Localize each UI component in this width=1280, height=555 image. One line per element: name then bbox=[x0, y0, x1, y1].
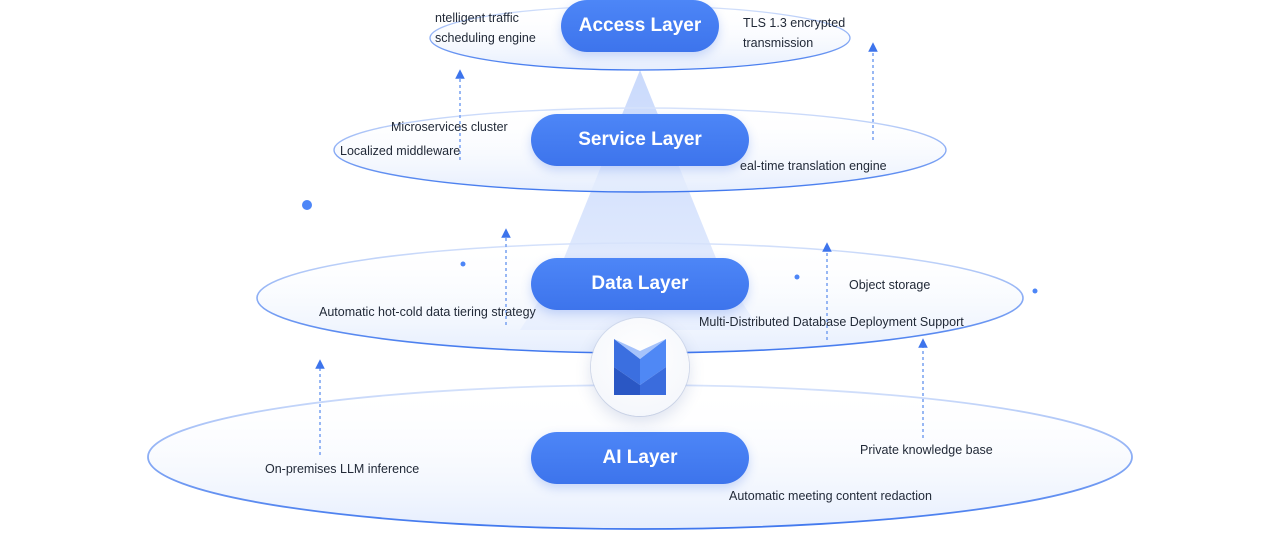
feature-knowledge-base: Private knowledge base bbox=[860, 443, 993, 457]
feature-llm-inference: On-premises LLM inference bbox=[265, 462, 420, 476]
access-layer-pill: Access Layer bbox=[561, 0, 719, 52]
service-layer-pill: Service Layer bbox=[531, 114, 749, 166]
feature-distributed-db: Multi-Distributed Database Deployment Su… bbox=[699, 315, 964, 329]
feature-middleware: Localized middleware bbox=[340, 144, 461, 158]
feature-data-tiering: Automatic hot-cold data tiering strategy bbox=[319, 305, 536, 319]
feature-traffic-scheduling: ntelligent traffic scheduling engine bbox=[435, 11, 536, 45]
data-layer-pill: Data Layer bbox=[531, 258, 749, 310]
feature-tls-encryption: TLS 1.3 encrypted transmission bbox=[743, 16, 846, 50]
ai-layer-pill: AI Layer bbox=[531, 432, 749, 484]
decor-dot bbox=[1032, 288, 1038, 294]
decor-dot bbox=[460, 261, 466, 267]
decor-dot bbox=[302, 200, 312, 210]
decor-dot bbox=[794, 274, 800, 280]
feature-content-redaction: Automatic meeting content redaction bbox=[729, 489, 932, 503]
logo-icon bbox=[614, 339, 666, 395]
feature-microservices: Microservices cluster bbox=[391, 120, 508, 134]
feature-translation-engine: eal-time translation engine bbox=[740, 159, 887, 173]
hub-logo bbox=[591, 318, 689, 416]
feature-object-storage: Object storage bbox=[849, 278, 931, 292]
